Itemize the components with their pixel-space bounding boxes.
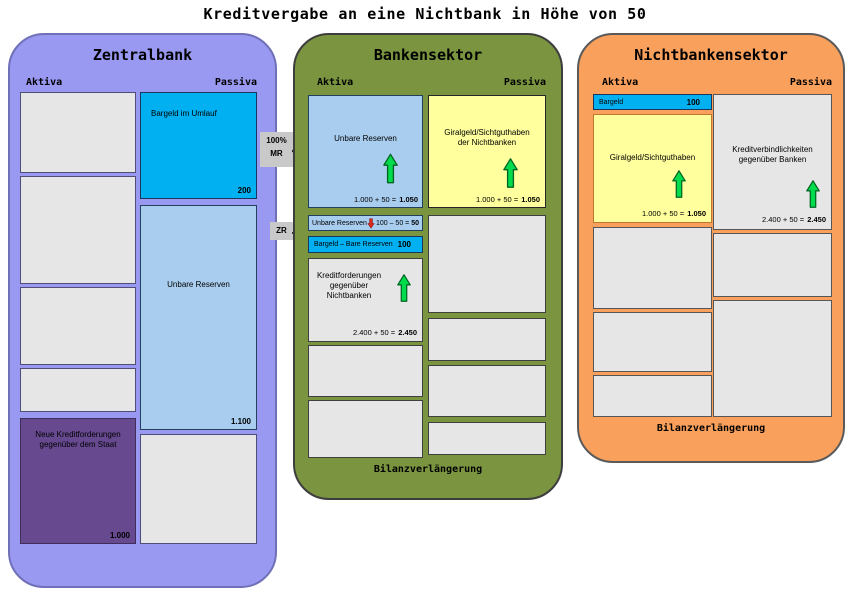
box-bargeld-bare-reserven: Bargeld – Bare Reserven 100 xyxy=(308,236,423,253)
bilanzverlaengerung-label: Bilanzverlängerung xyxy=(373,464,483,475)
up-arrow-icon xyxy=(397,274,411,302)
empty-box xyxy=(713,300,832,417)
panel-title-zentralbank: Zentralbank xyxy=(92,46,193,64)
empty-box xyxy=(428,365,546,417)
up-arrow-icon xyxy=(503,158,518,188)
box-neue-kreditforderungen-staat: Neue Kreditforderungen gegenüber dem Sta… xyxy=(20,418,136,544)
empty-box xyxy=(20,176,136,284)
aktiva-header: Aktiva xyxy=(317,77,354,88)
box-label: Bargeld – Bare Reserven xyxy=(314,241,393,248)
zentralbankreserve-label: ZR xyxy=(270,222,293,240)
box-value: 100 xyxy=(686,97,700,107)
empty-box xyxy=(20,287,136,365)
up-arrow-icon xyxy=(806,180,820,208)
panel-title-nichtbankensektor: Nichtbankensektor xyxy=(634,46,788,64)
empty-box xyxy=(593,312,712,372)
down-arrow-icon xyxy=(367,217,375,229)
box-value: 200 xyxy=(237,186,251,195)
box-label: Kreditverbindlichkeiten gegenüber Banken xyxy=(732,145,813,164)
box-equation: 100 – 50 = 50 xyxy=(375,219,419,227)
box-equation: 2.400 + 50 = 2.450 xyxy=(762,215,826,224)
box-label: Bargeld xyxy=(599,98,624,106)
up-arrow-icon xyxy=(672,170,686,198)
box-kreditverbindlichkeiten-banken: Kreditverbindlichkeiten gegenüber Banken… xyxy=(713,94,832,230)
empty-box xyxy=(593,375,712,417)
passiva-header: Passiva xyxy=(503,77,546,88)
box-label: Unbare Reserven xyxy=(167,280,230,289)
panel-title-bankensektor: Bankensektor xyxy=(373,46,483,64)
passiva-header: Passiva xyxy=(789,77,832,88)
box-value: 1.000 xyxy=(109,531,130,540)
box-bargeld-im-umlauf: Bargeld im Umlauf 200 xyxy=(140,92,257,199)
box-equation: 1.000 + 50 = 1.050 xyxy=(476,195,540,204)
box-label: Kreditforderungen gegenüber Nichtbanken xyxy=(316,271,382,300)
box-label: Bargeld im Umlauf xyxy=(151,109,217,118)
box-equation: 2.400 + 50 = 2.450 xyxy=(353,328,417,337)
box-label: Giralgeld/Sichtguthaben xyxy=(609,153,696,162)
passiva-header: Passiva xyxy=(214,77,257,88)
page-title: Kreditvergabe an eine Nichtbank in Höhe … xyxy=(203,5,647,23)
box-unbare-reserven-klein: Unbare Reserven 100 – 50 = 50 xyxy=(308,215,423,231)
up-arrow-icon xyxy=(383,153,398,184)
box-unbare-reserven-zentralbank: Unbare Reserven 1.100 xyxy=(140,205,257,430)
empty-box xyxy=(20,92,136,173)
empty-box xyxy=(428,422,546,455)
empty-box xyxy=(593,227,712,309)
empty-box xyxy=(140,434,257,544)
bilanzverlaengerung-label: Bilanzverlängerung xyxy=(656,423,766,434)
box-label: Unbare Reserven xyxy=(334,134,397,143)
box-giralgeld-nichtbank: Giralgeld/Sichtguthaben 1.000 + 50 = 1.0… xyxy=(593,114,712,223)
box-kreditforderungen-nichtbanken: Kreditforderungen gegenüber Nichtbanken … xyxy=(308,258,423,342)
box-value: 1.100 xyxy=(230,417,251,426)
empty-box xyxy=(308,345,423,397)
box-label: Giralgeld/Sichtguthaben der Nichtbanken xyxy=(444,128,530,147)
box-unbare-reserven-banken: Unbare Reserven 1.000 + 50 = 1.050 xyxy=(308,95,423,208)
box-bargeld-nichtbank: Bargeld 100 xyxy=(593,94,712,110)
aktiva-header: Aktiva xyxy=(26,77,63,88)
empty-box xyxy=(308,400,423,458)
box-label: Neue Kreditforderungen gegenüber dem Sta… xyxy=(35,430,121,449)
mindestreserve-label: 100% MR xyxy=(260,132,293,167)
empty-box xyxy=(713,233,832,297)
aktiva-header: Aktiva xyxy=(602,77,639,88)
box-giralgeld-nichtbanken: Giralgeld/Sichtguthaben der Nichtbanken … xyxy=(428,95,546,208)
box-label: Unbare Reserven xyxy=(312,219,367,227)
empty-box xyxy=(20,368,136,412)
box-equation: 1.000 + 50 = 1.050 xyxy=(354,195,418,204)
box-equation: 1.000 + 50 = 1.050 xyxy=(642,209,706,218)
empty-box xyxy=(428,215,546,313)
box-value: 100 xyxy=(397,240,411,249)
empty-box xyxy=(428,318,546,361)
